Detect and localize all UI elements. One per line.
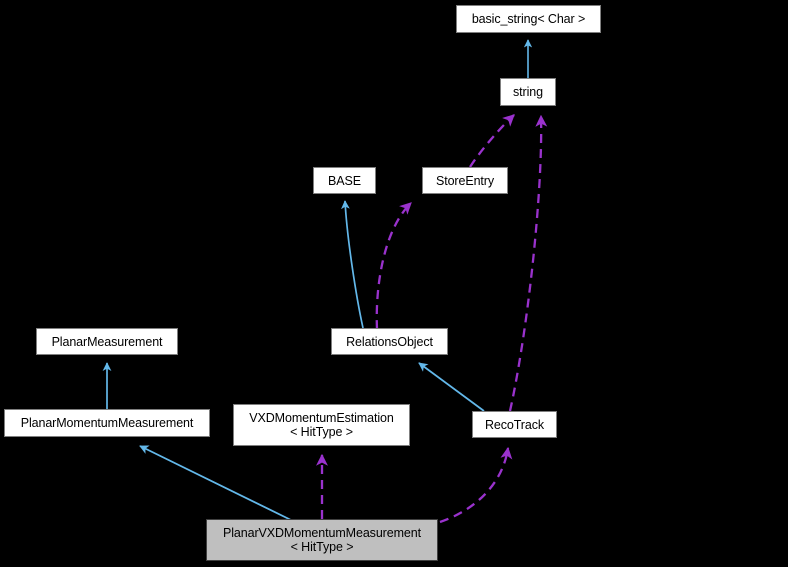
edge-reco-track-to-string [508, 114, 548, 412]
class-node-label: BASE [328, 173, 361, 188]
edge-relations-object-to-store-entry [375, 202, 412, 330]
class-node-vxd-momentum-estimation[interactable]: VXDMomentumEstimation < HitType > [233, 404, 410, 446]
edge-store-entry-to-string [469, 114, 515, 168]
class-node-label: StoreEntry [435, 173, 495, 188]
class-node-planar-vxd-momentum-measurement[interactable]: PlanarVXDMomentumMeasurement < HitType > [206, 519, 438, 561]
class-node-relations-object[interactable]: RelationsObject [331, 328, 448, 355]
edge-reco-track-to-relations-object [418, 362, 485, 412]
class-node-label: PlanarVXDMomentumMeasurement [223, 526, 421, 540]
class-node-planar-measurement[interactable]: PlanarMeasurement [36, 328, 178, 355]
class-node-label: VXDMomentumEstimation [249, 411, 394, 425]
class-node-label: RecoTrack [484, 417, 545, 432]
class-node-template-param: < HitType > [290, 425, 353, 439]
edge-relations-object-to-base [341, 200, 364, 329]
class-node-label: PlanarMeasurement [51, 334, 163, 349]
class-node-template-param: < HitType > [290, 540, 354, 554]
class-node-label: RelationsObject [346, 334, 433, 349]
class-node-string[interactable]: string [500, 78, 556, 106]
edge-planar-vxd-to-reco-track [439, 446, 513, 524]
class-node-planar-momentum-measurement[interactable]: PlanarMomentumMeasurement [4, 409, 210, 437]
class-node-base[interactable]: BASE [313, 167, 376, 194]
edge-planar-vxd-to-planar-momentum [139, 445, 292, 521]
class-node-store-entry[interactable]: StoreEntry [422, 167, 508, 194]
class-node-label: PlanarMomentumMeasurement [20, 416, 194, 430]
class-node-basic-string[interactable]: basic_string< Char > [456, 5, 601, 33]
class-node-reco-track[interactable]: RecoTrack [472, 411, 557, 438]
class-node-label: string [513, 85, 543, 99]
class-node-label: basic_string< Char > [471, 12, 586, 26]
